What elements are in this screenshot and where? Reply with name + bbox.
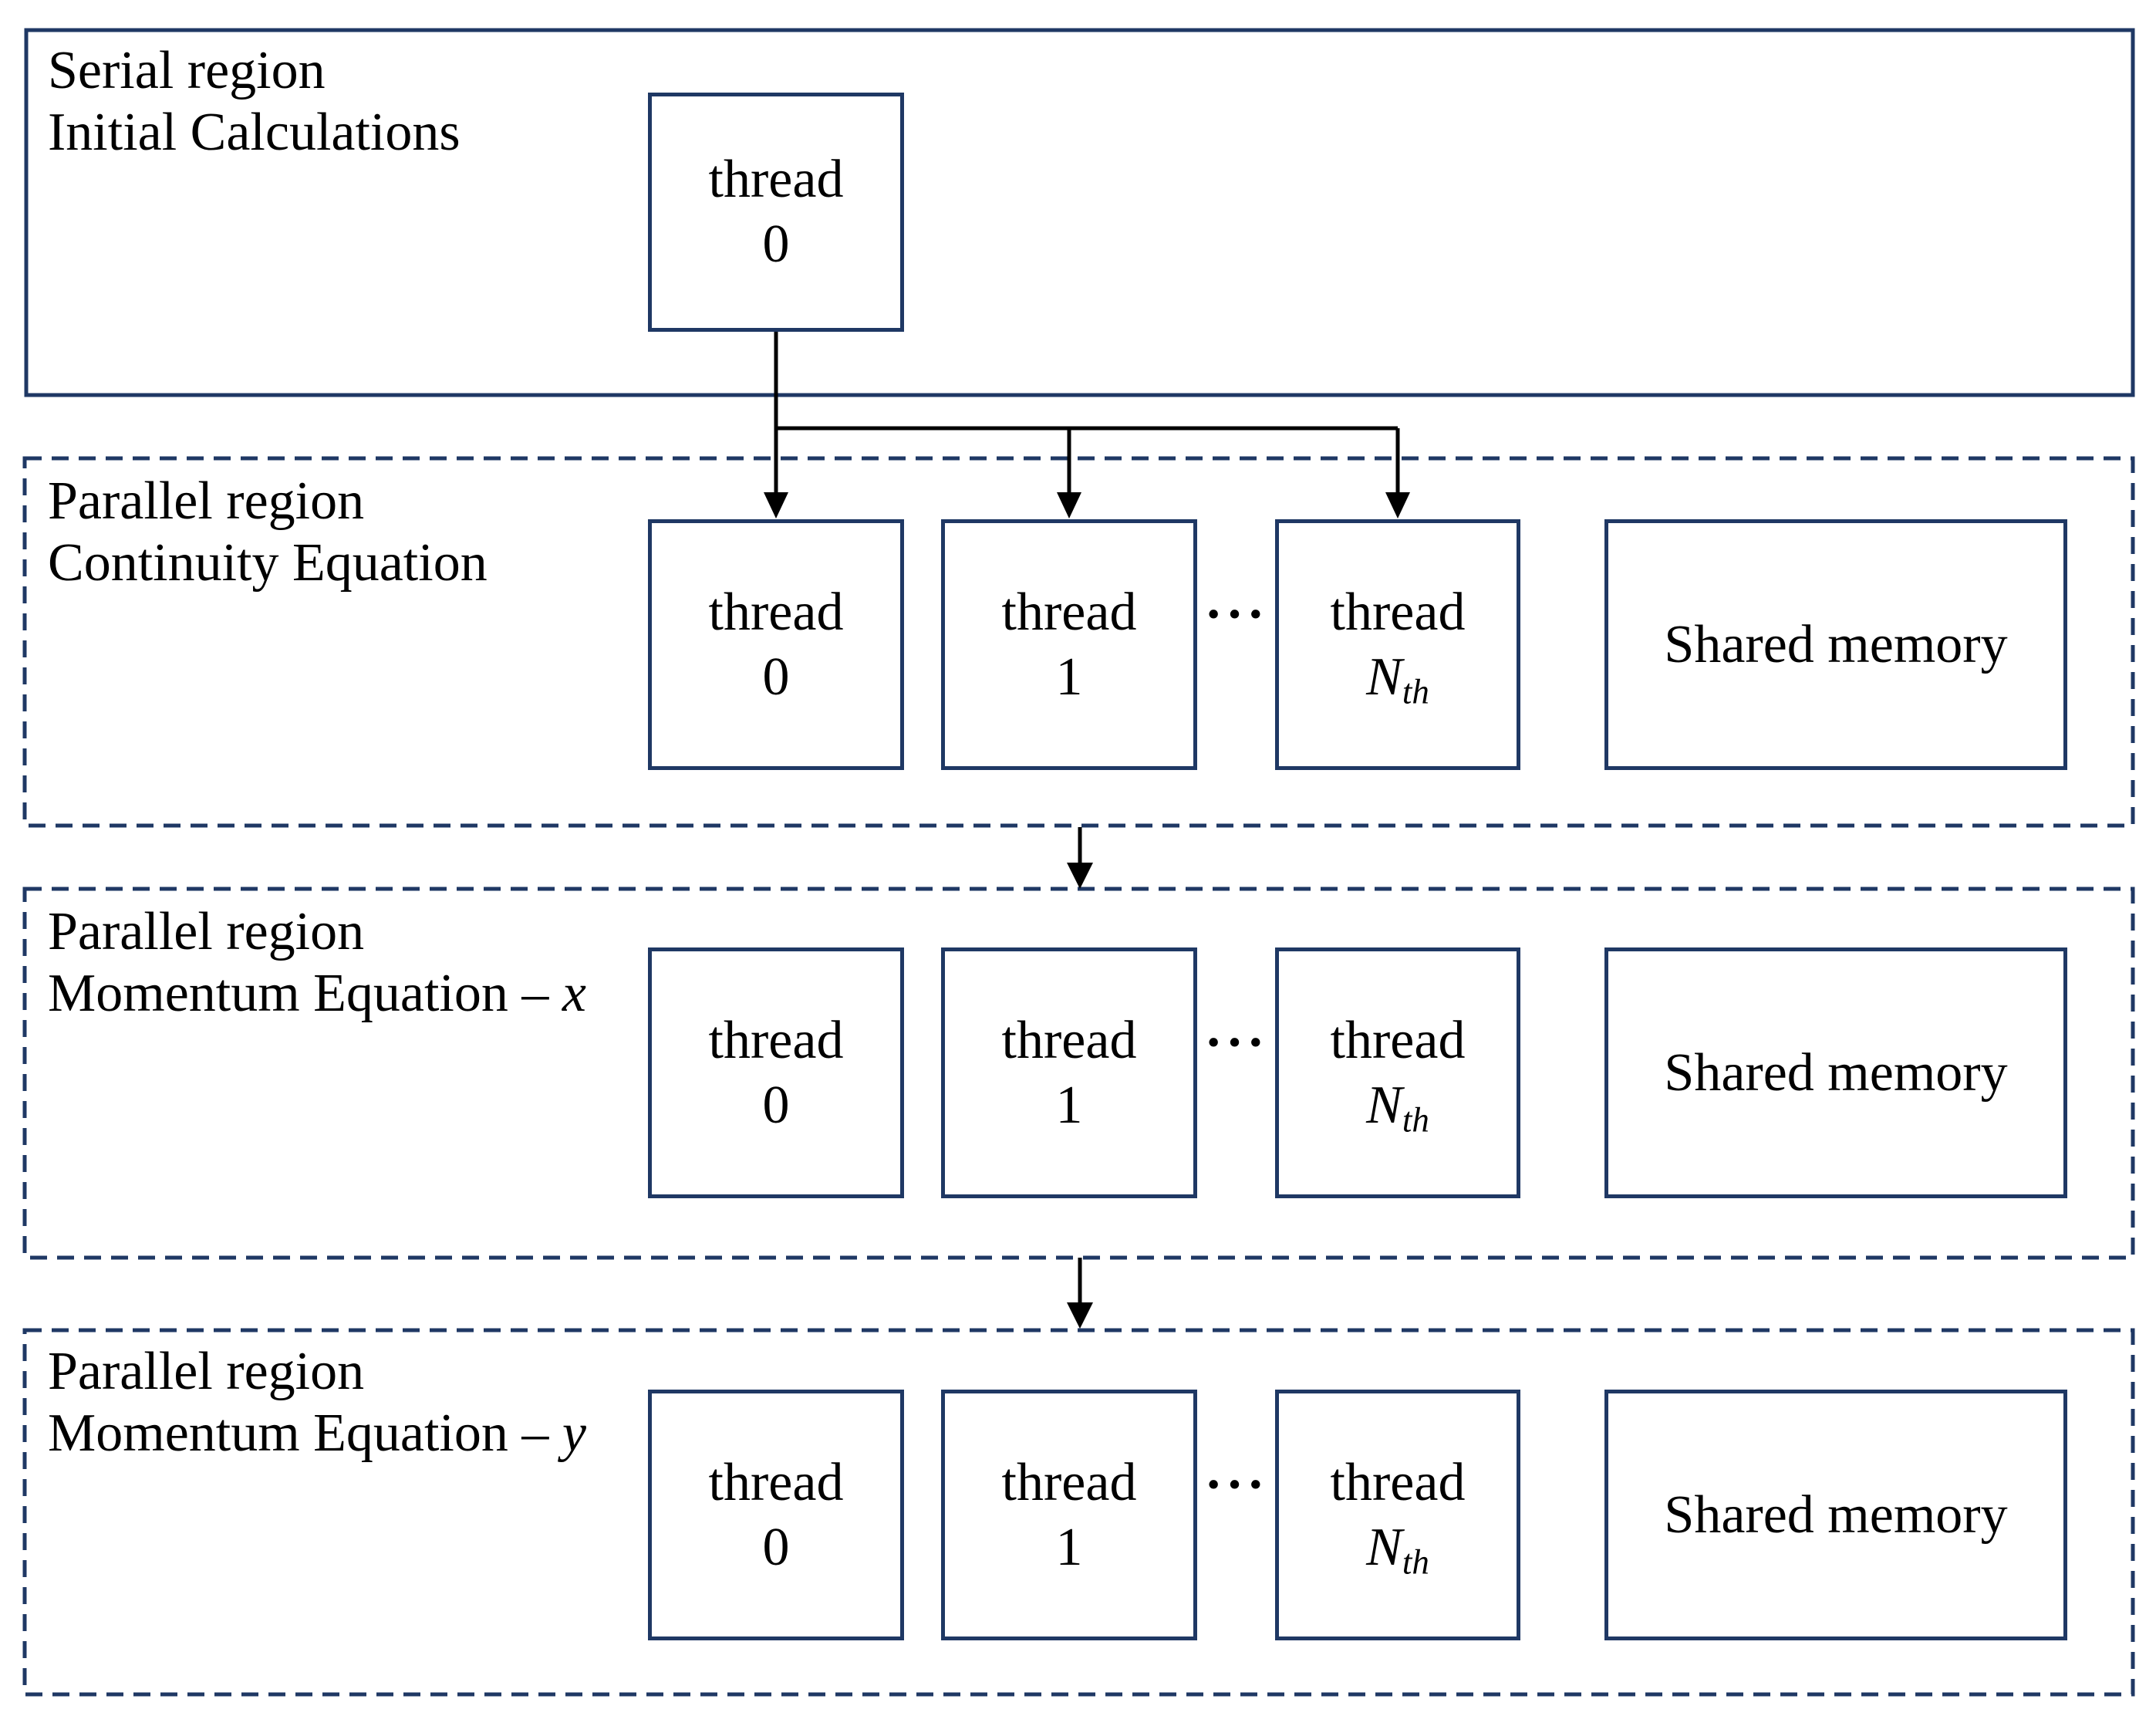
thread-label: thread (1330, 1452, 1466, 1512)
thread-n-subscript: th (1402, 1542, 1429, 1581)
thread-label: thread (1330, 582, 1466, 642)
shared-memory-label: Shared memory (1664, 1484, 2008, 1545)
fork-arrowhead-threadN (1385, 492, 1410, 518)
thread-label: thread (1001, 1452, 1137, 1512)
thread-n-variable: N (1366, 647, 1402, 707)
momentum-y-thread-1-box: thread 1 (941, 1390, 1197, 1640)
thread-n-subscript: th (1402, 671, 1429, 711)
fork-connector-lines (774, 332, 1400, 494)
momentum-y-shared-memory-box: Shared memory (1604, 1390, 2067, 1640)
thread-n-index: Nth (1366, 1073, 1429, 1138)
ellipsis-dots: ··· (1204, 585, 1268, 644)
region-title-variable: x (562, 964, 586, 1023)
momentum-y-thread-0-box: thread 0 (648, 1390, 904, 1640)
region-title-variable: y (562, 1403, 586, 1463)
continuity-thread-0-box: thread 0 (648, 519, 904, 770)
arrowhead-momentum-x-to-momentum-y (1067, 1302, 1093, 1329)
parallel-region-outline-momentum-y (22, 1328, 2135, 1697)
parallel-region-outline-continuity (22, 456, 2135, 828)
thread-index: 0 (762, 214, 790, 274)
thread-index: 1 (1055, 1075, 1083, 1135)
thread-index: 1 (1055, 1517, 1083, 1577)
thread-label: thread (708, 1452, 844, 1512)
serial-thread-0-box: thread 0 (648, 93, 904, 332)
region-title-text: Momentum Equation – (48, 1403, 562, 1463)
parallel-region-outline-momentum-x (22, 887, 2135, 1260)
serial-region-title: Serial region Initial Calculations (48, 40, 461, 164)
thread-index: 0 (762, 1075, 790, 1135)
thread-label: thread (1001, 1010, 1137, 1070)
momentum-y-thread-n-box: thread Nth (1275, 1390, 1520, 1640)
shared-memory-label: Shared memory (1664, 614, 2008, 674)
serial-region-title-line1: Serial region (48, 41, 326, 100)
fork-arrowhead-thread1 (1057, 492, 1081, 518)
thread-label: thread (708, 1010, 844, 1070)
momentum-x-shared-memory-box: Shared memory (1604, 947, 2067, 1198)
fork-arrowhead-thread0 (764, 492, 788, 518)
thread-label: thread (1001, 582, 1137, 642)
thread-label: thread (708, 582, 844, 642)
thread-n-index: Nth (1366, 645, 1429, 710)
thread-n-variable: N (1366, 1075, 1402, 1135)
momentum-x-thread-0-box: thread 0 (648, 947, 904, 1198)
region-title-text: Momentum Equation – (48, 964, 562, 1023)
region-title-line2: Momentum Equation – x (48, 963, 586, 1025)
continuity-shared-memory-box: Shared memory (1604, 519, 2067, 770)
thread-n-subscript: th (1402, 1099, 1429, 1139)
thread-label: thread (1330, 1010, 1466, 1070)
region-title-text: Continuity Equation (48, 533, 488, 593)
region-title-line2: Momentum Equation – y (48, 1403, 586, 1464)
thread-label: thread (708, 150, 844, 209)
serial-region-outline (24, 28, 2135, 397)
arrowhead-continuity-to-momentum-x (1067, 863, 1093, 889)
momentum-x-thread-n-box: thread Nth (1275, 947, 1520, 1198)
region-title-line1: Parallel region (48, 1342, 365, 1401)
continuity-region-title: Parallel region Continuity Equation (48, 471, 488, 594)
thread-index: 0 (762, 647, 790, 707)
momentum-y-region-title: Parallel region Momentum Equation – y (48, 1341, 586, 1464)
ellipsis-dots: ··· (1204, 1455, 1268, 1515)
serial-region-title-line2: Initial Calculations (48, 103, 461, 162)
region-title-line1: Parallel region (48, 902, 365, 961)
thread-n-variable: N (1366, 1517, 1402, 1577)
momentum-x-thread-1-box: thread 1 (941, 947, 1197, 1198)
region-title-line1: Parallel region (48, 471, 365, 531)
thread-n-index: Nth (1366, 1515, 1429, 1580)
continuity-thread-n-box: thread Nth (1275, 519, 1520, 770)
ellipsis-dots: ··· (1204, 1013, 1268, 1072)
thread-index: 0 (762, 1517, 790, 1577)
region-title-line2: Continuity Equation (48, 532, 488, 594)
momentum-x-region-title: Parallel region Momentum Equation – x (48, 901, 586, 1025)
thread-index: 1 (1055, 647, 1083, 707)
shared-memory-label: Shared memory (1664, 1042, 2008, 1103)
continuity-thread-1-box: thread 1 (941, 519, 1197, 770)
